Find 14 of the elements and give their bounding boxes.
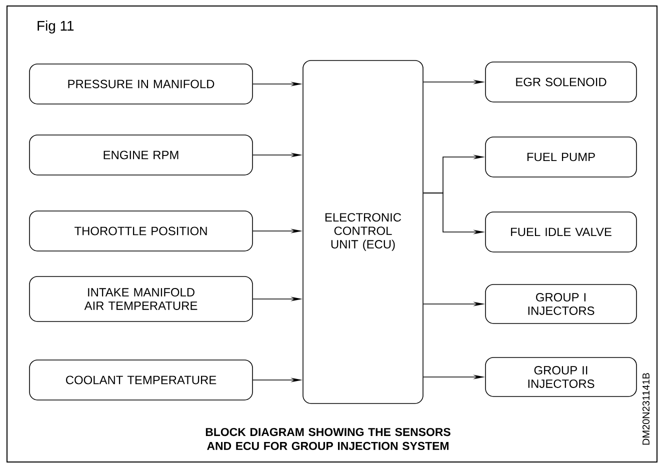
block-box: GROUP II INJECTORS — [485, 357, 637, 397]
block-box: GROUP I INJECTORS — [485, 284, 637, 324]
figure-code: DM20N231141B — [642, 373, 650, 445]
block-box: INTAKE MANIFOLD AIR TEMPERATURE — [29, 276, 253, 322]
figure-title: Fig 11 — [38, 20, 74, 34]
block-box: PRESSURE IN MANIFOLD — [29, 64, 253, 104]
block-box: THOROTTLE POSITION — [29, 210, 253, 252]
block-box: ENGINE RPM — [29, 134, 253, 176]
block-box: FUEL PUMP — [485, 136, 637, 178]
block-box: COOLANT TEMPERATURE — [29, 360, 253, 400]
control-unit-box: ELECTRONIC CONTROL UNIT (ECU) — [302, 60, 424, 404]
figure-caption: BLOCK DIAGRAM SHOWING THE SENSORS AND ECU FOR GROUP INJECTION SYSTEM — [206, 428, 450, 450]
block-box: FUEL IDLE VALVE — [485, 212, 637, 252]
block-box: EGR SOLENOID — [485, 62, 637, 102]
